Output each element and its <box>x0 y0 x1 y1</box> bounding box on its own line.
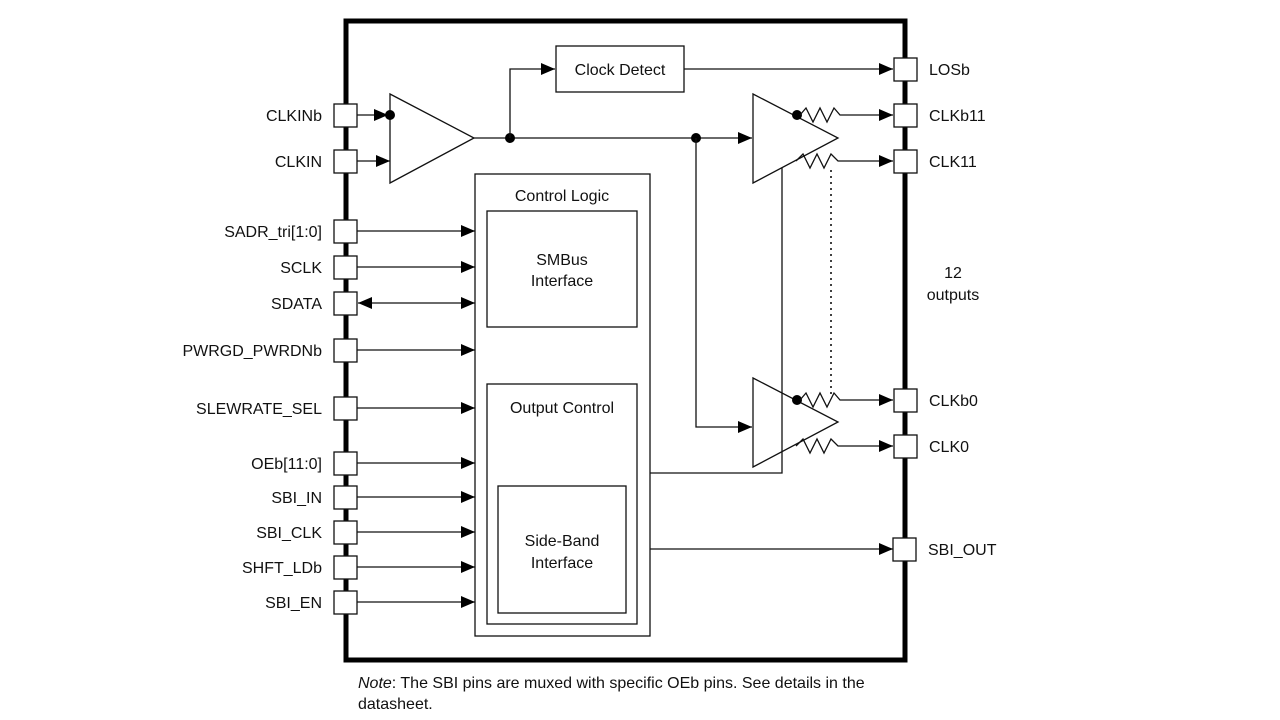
pin-label-slewrate-sel: SLEWRATE_SEL <box>196 401 322 418</box>
pin-label-clkin: CLKIN <box>275 154 322 171</box>
sideband-label-line1: Side-Band <box>525 533 600 550</box>
smbus-interface-block <box>486 210 638 328</box>
pin-pwrgd-pwrdnb[interactable] <box>333 338 358 363</box>
pin-sadr-tri[interactable] <box>333 219 358 244</box>
pin-label-clkb11: CLKb11 <box>929 108 986 125</box>
input-buffer <box>389 92 476 185</box>
pin-clkinb[interactable] <box>333 103 358 128</box>
pin-clk11[interactable] <box>893 149 918 174</box>
pin-label-shft-ldb: SHFT_LDb <box>242 560 322 577</box>
inversion-dot <box>792 110 802 120</box>
wire-to-driver-0 <box>695 138 752 433</box>
pin-sbi-in[interactable] <box>333 485 358 510</box>
wire-clk0 <box>795 437 893 455</box>
pin-oeb[interactable] <box>333 451 358 476</box>
output-control-label: Output Control <box>510 400 614 417</box>
pin-label-losb: LOSb <box>929 62 970 79</box>
pin-slewrate-sel[interactable] <box>333 396 358 421</box>
pin-clkb0[interactable] <box>893 388 918 413</box>
sideband-interface-block <box>497 485 627 614</box>
pin-sbi-out[interactable] <box>892 537 917 562</box>
outputs-count-label: outputs <box>927 287 979 304</box>
pin-sbi-en[interactable] <box>333 590 358 615</box>
pin-sclk[interactable] <box>333 255 358 280</box>
wire-output-enable <box>650 168 783 474</box>
wire-clkb11 <box>799 106 893 124</box>
pin-losb[interactable] <box>893 57 918 82</box>
pin-sbi-clk[interactable] <box>333 520 358 545</box>
pin-shft-ldb[interactable] <box>333 555 358 580</box>
smbus-label-line2: Interface <box>531 273 593 290</box>
output-pins: LOSb CLKb11 CLK11 CLKb0 CLK0 SBI_OUT <box>892 57 997 562</box>
pin-label-sbi-in: SBI_IN <box>271 490 322 507</box>
pin-clkin[interactable] <box>333 149 358 174</box>
wire-clkb0 <box>799 391 893 409</box>
inversion-dot <box>792 395 802 405</box>
pin-label-sadr-tri: SADR_tri[1:0] <box>224 224 322 241</box>
pin-label-oeb: OEb[11:0] <box>251 456 322 473</box>
pin-label-clkinb: CLKINb <box>266 108 322 125</box>
pin-clkb11[interactable] <box>893 103 918 128</box>
outputs-count-number: 12 <box>944 265 962 282</box>
output-driver-11 <box>752 92 840 185</box>
footnote-prefix: Note <box>358 675 392 692</box>
clock-detect-label: Clock Detect <box>575 62 666 79</box>
control-logic-label: Control Logic <box>515 188 609 205</box>
wire-clk11 <box>795 152 893 170</box>
output-driver-0 <box>752 376 840 469</box>
pin-label-sdata: SDATA <box>271 296 322 313</box>
input-pins: CLKINb CLKIN SADR_tri[1:0] SCLK SDATA PW… <box>182 103 358 615</box>
pin-label-sbi-out: SBI_OUT <box>928 542 997 559</box>
pin-label-clkb0: CLKb0 <box>929 393 978 410</box>
smbus-label-line1: SMBus <box>536 252 588 269</box>
footnote-text: : The SBI pins are muxed with specific O… <box>358 675 865 713</box>
sideband-label-line2: Interface <box>531 555 593 572</box>
pin-label-sbi-en: SBI_EN <box>265 595 322 612</box>
pin-label-clk0: CLK0 <box>929 439 969 456</box>
pin-label-sbi-clk: SBI_CLK <box>256 525 322 542</box>
pin-clk0[interactable] <box>893 434 918 459</box>
wire-to-clock-detect <box>509 63 555 138</box>
pin-sdata[interactable] <box>333 291 358 316</box>
pin-label-clk11: CLK11 <box>929 154 977 171</box>
pin-label-sclk: SCLK <box>280 260 322 277</box>
pin-label-pwrgd-pwrdnb: PWRGD_PWRDNb <box>182 343 322 360</box>
footnote: Note: The SBI pins are muxed with specif… <box>358 673 918 715</box>
inversion-dot <box>385 110 395 120</box>
